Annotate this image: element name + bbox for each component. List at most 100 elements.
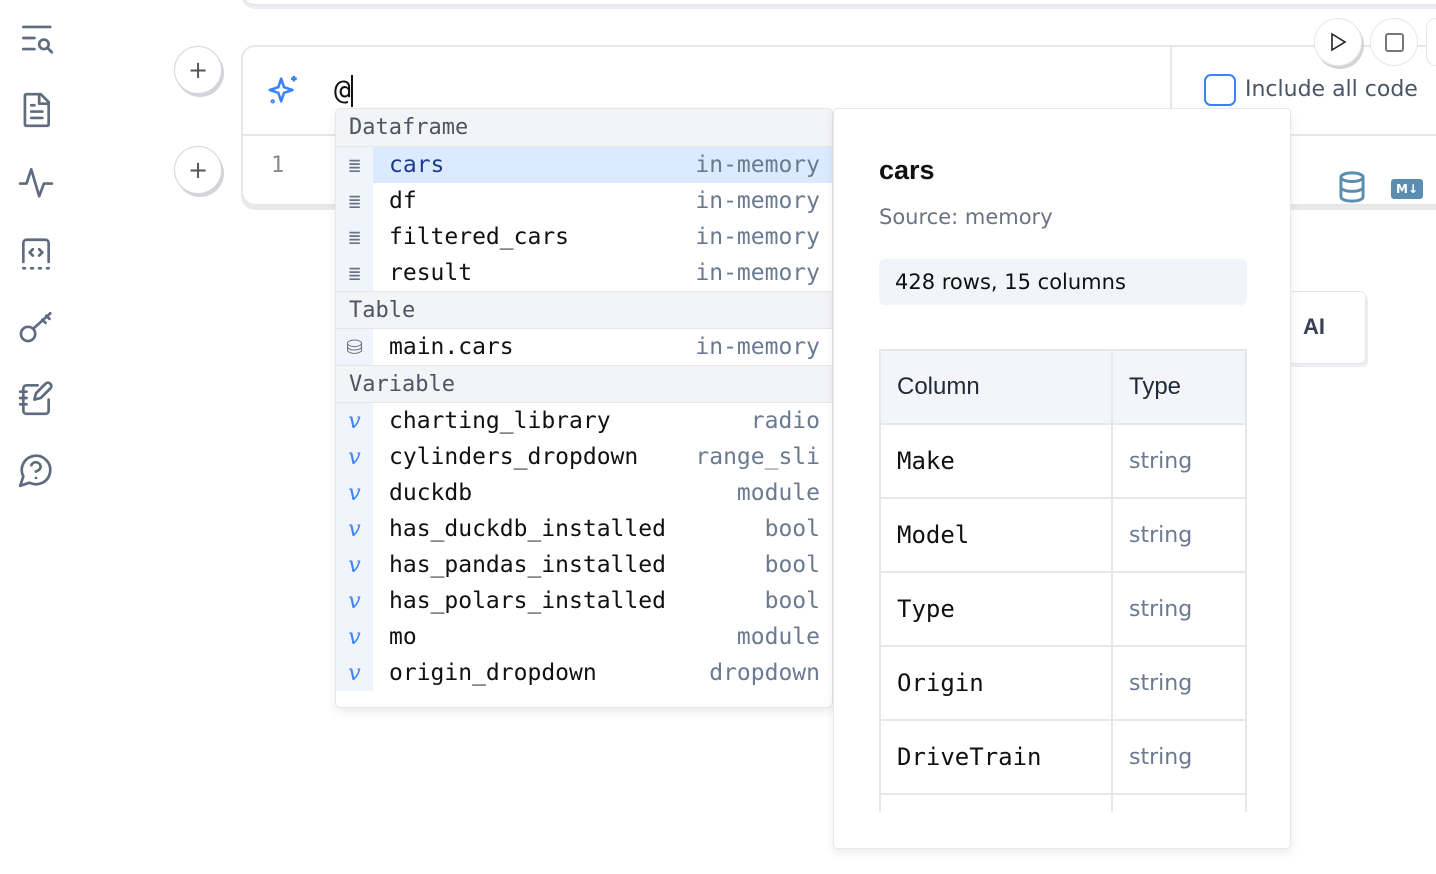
group-header: Variable	[336, 365, 832, 403]
item-name: duckdb	[389, 480, 473, 506]
column-name: Origin	[879, 645, 1113, 721]
variable-icon: v	[336, 583, 373, 619]
table-row	[879, 793, 1247, 812]
item-type: in-memory	[695, 260, 820, 286]
text-cursor	[350, 75, 353, 107]
item-name: result	[389, 260, 473, 286]
dataframe-icon: ≣	[336, 255, 373, 291]
column-name: DriveTrain	[879, 719, 1113, 795]
completion-item[interactable]: v has_pandas_installed bool	[336, 547, 832, 583]
prompt-text: @	[334, 73, 351, 106]
item-type: bool	[764, 516, 820, 542]
dataframe-icon: ≣	[336, 147, 373, 183]
item-type: dropdown	[709, 660, 820, 686]
item-name: has_pandas_installed	[389, 552, 666, 578]
column-type: string	[1111, 719, 1247, 795]
completion-item[interactable]: ⛁ main.cars in-memory	[336, 329, 832, 365]
completion-item[interactable]: v has_polars_installed bool	[336, 583, 832, 619]
stop-icon	[1384, 32, 1404, 52]
completion-item[interactable]: v has_duckdb_installed bool	[336, 511, 832, 547]
group-header: Table	[336, 291, 832, 329]
item-name: cylinders_dropdown	[389, 444, 639, 470]
info-stats: 428 rows, 15 columns	[879, 259, 1247, 305]
variable-icon: v	[336, 439, 373, 475]
item-name: main.cars	[389, 334, 514, 360]
include-all-code-checkbox[interactable]	[1204, 74, 1236, 106]
completion-item[interactable]: v cylinders_dropdown range_sli	[336, 439, 832, 475]
column-type: string	[1111, 571, 1247, 647]
column-type: string	[1111, 645, 1247, 721]
outline-search-icon[interactable]	[16, 18, 56, 58]
variable-icon: v	[336, 511, 373, 547]
variable-icon: v	[336, 619, 373, 655]
dataframe-info-panel: cars Source: memory 428 rows, 15 columns…	[833, 108, 1291, 849]
item-name: has_duckdb_installed	[389, 516, 666, 542]
database-icon[interactable]	[1337, 171, 1367, 203]
run-button[interactable]	[1314, 18, 1362, 66]
help-message-icon[interactable]	[16, 450, 56, 490]
play-icon	[1331, 32, 1347, 52]
item-name: cars	[373, 147, 696, 183]
column-name: Model	[879, 497, 1113, 573]
column-name: Make	[879, 423, 1113, 499]
column-type: string	[1111, 497, 1247, 573]
previous-cell	[241, 0, 1436, 6]
item-type: module	[736, 480, 820, 506]
item-type: in-memory	[695, 188, 820, 214]
column-type	[1111, 793, 1247, 812]
header-column: Column	[879, 349, 1113, 425]
item-name: has_polars_installed	[389, 588, 666, 614]
include-all-code-label[interactable]: Include all code	[1245, 77, 1418, 102]
stop-button[interactable]	[1370, 18, 1418, 66]
item-name: origin_dropdown	[389, 660, 597, 686]
ai-button-label: AI	[1303, 314, 1325, 339]
item-name: df	[389, 188, 417, 214]
code-snippet-icon[interactable]	[16, 234, 56, 274]
completion-item[interactable]: ≣ result in-memory	[336, 255, 832, 291]
column-name	[879, 793, 1113, 812]
activity-icon[interactable]	[16, 162, 56, 202]
item-type: bool	[764, 552, 820, 578]
group-header: Dataframe	[336, 109, 832, 147]
info-title: cars	[879, 155, 935, 185]
item-type: module	[736, 624, 820, 650]
ai-prompt-input[interactable]: @	[334, 73, 353, 107]
variable-icon: v	[336, 475, 373, 511]
table-icon: ⛁	[336, 329, 373, 365]
item-type: range_sli	[695, 444, 820, 470]
item-type: bool	[764, 588, 820, 614]
add-cell-above-button[interactable]: +	[174, 46, 222, 94]
item-name: filtered_cars	[389, 224, 570, 250]
notebook-pen-icon[interactable]	[16, 378, 56, 418]
variable-icon: v	[336, 547, 373, 583]
variable-icon: v	[336, 403, 373, 439]
item-type: in-memory	[695, 334, 820, 360]
column-type: string	[1111, 423, 1247, 499]
file-text-icon[interactable]	[16, 90, 56, 130]
markdown-icon[interactable]: M↓	[1391, 179, 1423, 199]
key-icon[interactable]	[16, 306, 56, 346]
header-type: Type	[1111, 349, 1247, 425]
item-type: in-memory	[695, 147, 832, 183]
more-button[interactable]	[1426, 18, 1436, 66]
item-name: mo	[389, 624, 417, 650]
line-number: 1	[271, 153, 285, 178]
completion-item[interactable]: v origin_dropdown dropdown	[336, 655, 832, 691]
info-source: Source: memory	[879, 205, 1053, 229]
variable-icon: v	[336, 655, 373, 691]
add-cell-below-button[interactable]: +	[174, 146, 222, 194]
